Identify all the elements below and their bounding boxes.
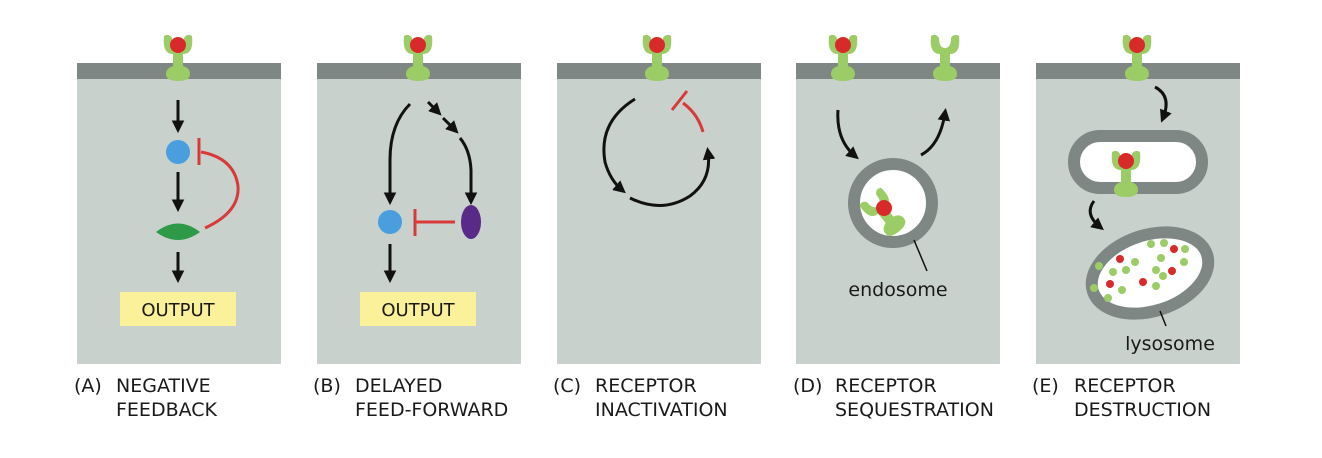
arrow: [1088, 200, 1104, 231]
arrow-recycle: [920, 108, 951, 157]
panel-b-delayed-feed-forward: OUTPUT: [317, 34, 521, 364]
inhibition-arc: [200, 150, 240, 230]
leader-line: [1159, 310, 1167, 327]
arrow-delayed-1: [426, 100, 442, 116]
plasma-membrane: [796, 63, 1000, 79]
caption-line1: DELAYED: [355, 375, 443, 397]
inhibition-arc: [682, 101, 705, 133]
endosome-label: endosome: [848, 279, 947, 301]
signal-ligand: [1118, 153, 1134, 169]
arrow: [602, 97, 636, 194]
caption-a: (A) NEGATIVE FEEDBACK: [74, 374, 217, 422]
panel-c-receptor-inactivation: [557, 34, 761, 364]
caption-line2: FEEDBACK: [116, 399, 217, 421]
caption-letter: (D): [793, 375, 823, 397]
caption-line1: RECEPTOR: [595, 375, 697, 397]
caption-letter: (E): [1032, 375, 1059, 397]
leader-line: [913, 239, 928, 272]
cytoplasm: [557, 63, 761, 364]
degraded-fragments: [1090, 239, 1189, 302]
arrow-delayed-2: [441, 116, 459, 134]
caption-line2: FEED-FORWARD: [355, 399, 509, 421]
signal-ligand: [649, 37, 665, 53]
caption-line1: NEGATIVE: [116, 375, 211, 397]
endosome: [848, 158, 938, 248]
signal-ligand: [876, 200, 892, 216]
caption-line1: RECEPTOR: [835, 375, 937, 397]
panel-d-receptor-sequestration: endosome: [796, 34, 1000, 364]
caption-letter: (A): [74, 375, 102, 397]
output-box: [120, 292, 236, 326]
caption-b: (B) DELAYED FEED-FORWARD: [313, 374, 508, 422]
output-label: OUTPUT: [381, 300, 455, 321]
caption-letter: (C): [553, 375, 582, 397]
arrow-direct: [383, 102, 412, 206]
caption-c: (C) RECEPTOR INACTIVATION: [553, 374, 728, 422]
arrow-internalize: [836, 109, 859, 160]
signal-ligand: [170, 37, 186, 53]
caption-line2: DESTRUCTION: [1074, 399, 1212, 421]
caption-letter: (B): [313, 375, 341, 397]
caption-e: (E) RECEPTOR DESTRUCTION: [1032, 374, 1211, 422]
signal-ligand: [1129, 37, 1145, 53]
caption-line2: INACTIVATION: [595, 399, 728, 421]
arrow: [1154, 85, 1172, 123]
receptor-recycled: [930, 34, 960, 81]
green-protein: [156, 223, 200, 240]
purple-protein: [461, 205, 481, 239]
arrow: [629, 147, 716, 208]
caption-line2: SEQUESTRATION: [835, 399, 994, 421]
lysosome-label: lysosome: [1125, 333, 1215, 355]
panel-e-receptor-destruction: lysosome: [1036, 34, 1240, 364]
panel-a-negative-feedback: OUTPUT: [77, 34, 281, 364]
signal-ligand: [835, 37, 851, 53]
caption-d: (D) RECEPTOR SEQUESTRATION: [793, 374, 994, 422]
caption-line1: RECEPTOR: [1074, 375, 1176, 397]
signal-ligand: [410, 37, 426, 53]
blue-protein: [166, 140, 190, 164]
arrow-delayed-3: [458, 137, 478, 206]
blue-protein: [378, 210, 402, 234]
inhibition-bar: [670, 90, 689, 111]
output-box: [360, 292, 476, 326]
output-label: OUTPUT: [141, 300, 215, 321]
